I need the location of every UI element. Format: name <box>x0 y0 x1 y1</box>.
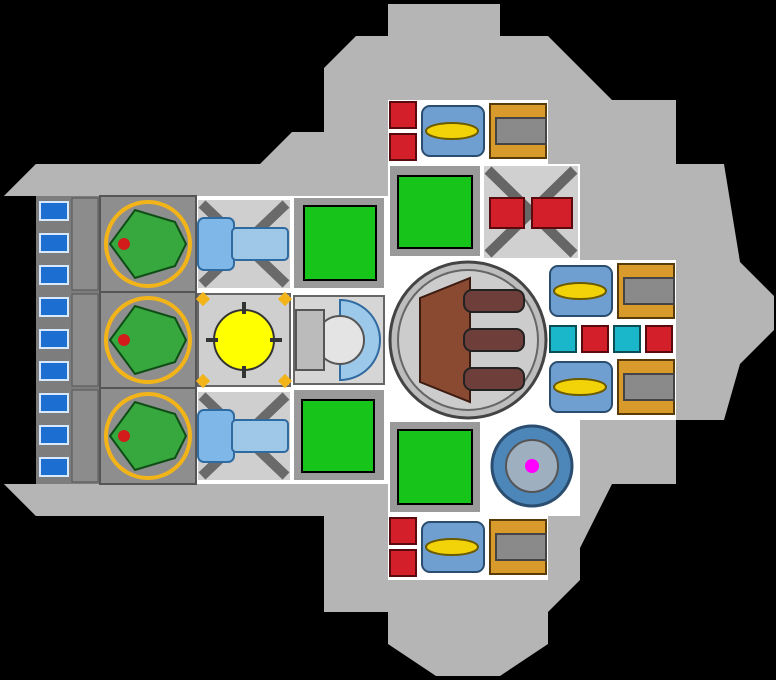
red-ammo-block[interactable] <box>645 325 673 353</box>
engine-middle[interactable] <box>99 291 197 389</box>
room-upper-left[interactable] <box>294 198 384 288</box>
room-upper-right[interactable] <box>390 166 480 256</box>
laser-turret-right-top[interactable] <box>549 265 613 317</box>
teal-ammo-block[interactable] <box>549 325 577 353</box>
laser-turret-right-bottom[interactable] <box>549 361 613 413</box>
engine-bottom[interactable] <box>99 387 197 485</box>
reactor[interactable] <box>195 291 293 389</box>
missile-launcher[interactable] <box>484 166 578 258</box>
engine-top[interactable] <box>99 195 197 293</box>
thruster-bank-bottom[interactable] <box>36 388 100 484</box>
cooling-unit-top[interactable] <box>197 200 290 288</box>
warp-core[interactable] <box>490 424 574 508</box>
cooling-unit-bottom[interactable] <box>197 392 290 480</box>
gatling-turret-right-bottom[interactable] <box>617 359 675 415</box>
main-cannon[interactable] <box>388 260 548 420</box>
laser-turret-top[interactable] <box>421 105 485 157</box>
red-ammo-block[interactable] <box>389 133 417 161</box>
thruster-bank-top[interactable] <box>36 196 100 292</box>
red-ammo-block[interactable] <box>389 517 417 545</box>
red-ammo-block[interactable] <box>389 101 417 129</box>
shield-generator[interactable] <box>293 295 385 385</box>
room-lower-right[interactable] <box>390 422 480 512</box>
laser-turret-bottom[interactable] <box>421 521 485 573</box>
red-ammo-block[interactable] <box>389 549 417 577</box>
gatling-turret-bottom[interactable] <box>489 519 547 575</box>
thruster-bank-middle[interactable] <box>36 292 100 388</box>
red-ammo-block[interactable] <box>581 325 609 353</box>
gatling-turret-top[interactable] <box>489 103 547 159</box>
gatling-turret-right-top[interactable] <box>617 263 675 319</box>
teal-ammo-block[interactable] <box>613 325 641 353</box>
room-lower-left[interactable] <box>294 390 384 480</box>
